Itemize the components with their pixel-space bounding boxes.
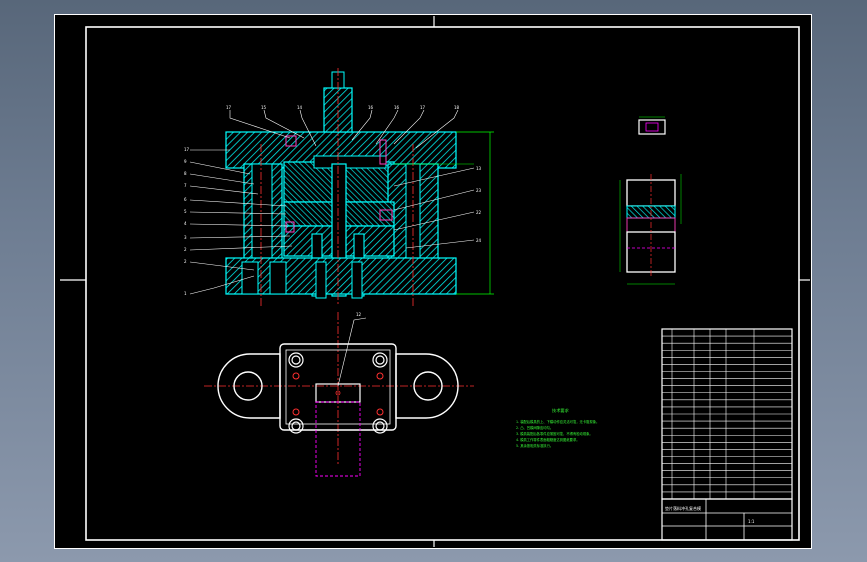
tech-req-line-1: 1. 装配后模具的上、下模动作应灵活可靠，无卡阻现象。 bbox=[516, 419, 599, 424]
tech-req-line-5: 5. 其余按相关标准执行。 bbox=[516, 443, 553, 448]
svg-text:12: 12 bbox=[356, 312, 362, 317]
svg-text:22: 22 bbox=[476, 210, 482, 215]
svg-text:4: 4 bbox=[184, 221, 187, 226]
svg-text:7: 7 bbox=[184, 183, 187, 188]
svg-text:9: 9 bbox=[184, 159, 187, 164]
svg-text:18: 18 bbox=[454, 105, 460, 110]
svg-text:23: 23 bbox=[476, 188, 482, 193]
svg-text:5: 5 bbox=[184, 209, 187, 214]
tech-req-line-4: 4. 模具工作零件表面粗糙度达到图纸要求。 bbox=[516, 437, 580, 442]
svg-text:14: 14 bbox=[297, 105, 303, 110]
svg-text:8: 8 bbox=[184, 171, 187, 176]
tech-req-heading: 技术要求 bbox=[552, 407, 570, 414]
plan-view: 12 bbox=[204, 312, 474, 477]
svg-text:6: 6 bbox=[184, 197, 187, 202]
svg-text:24: 24 bbox=[476, 238, 482, 243]
part-views bbox=[619, 116, 682, 285]
svg-text:17: 17 bbox=[420, 105, 426, 110]
tech-req-line-3: 3. 模具装配后各零件应紧固可靠，不得有松动现象。 bbox=[516, 431, 593, 436]
svg-text:3: 3 bbox=[184, 235, 187, 240]
svg-text:2: 2 bbox=[184, 259, 187, 264]
title-block bbox=[661, 498, 793, 541]
svg-text:17: 17 bbox=[226, 105, 232, 110]
svg-text:16: 16 bbox=[394, 105, 400, 110]
technical-requirements: 技术要求 1. 装配后模具的上、下模动作应灵活可靠，无卡阻现象。 2. 凸、凹模… bbox=[516, 407, 599, 448]
inner-frame bbox=[85, 26, 800, 541]
title-block-scale: 1:1 bbox=[748, 519, 755, 524]
svg-text:17: 17 bbox=[184, 147, 190, 152]
svg-text:13: 13 bbox=[476, 166, 482, 171]
bom-table bbox=[661, 328, 793, 500]
svg-text:1: 1 bbox=[184, 291, 187, 296]
svg-text:15: 15 bbox=[261, 105, 267, 110]
svg-text:2: 2 bbox=[184, 247, 187, 252]
tech-req-line-2: 2. 凸、凹模间隙应均匀。 bbox=[516, 425, 553, 430]
title-block-title: 垫片落料冲孔复合模 bbox=[665, 505, 701, 511]
svg-text:16: 16 bbox=[368, 105, 374, 110]
